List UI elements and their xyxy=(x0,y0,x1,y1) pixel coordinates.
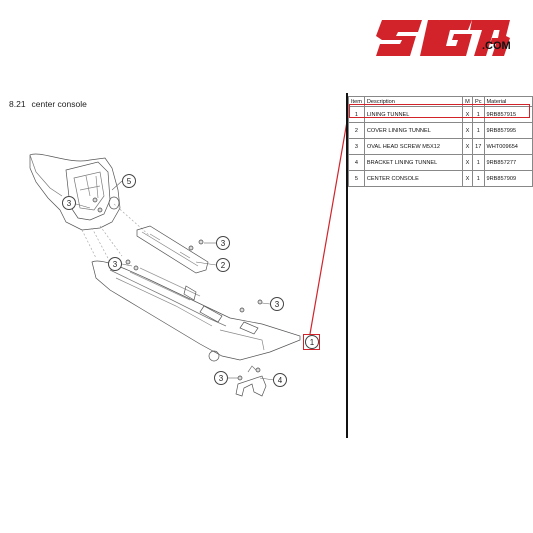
row-material: 9RB857995 xyxy=(483,122,533,139)
parts-table: Item Description M Pc Material 1 LINING … xyxy=(348,96,533,187)
row-pc: 1 xyxy=(472,170,485,187)
center-console-part xyxy=(29,153,121,231)
row-m: X xyxy=(462,170,473,187)
section-title: 8.21 center console xyxy=(9,99,93,109)
row-description: COVER LINING TUNNEL xyxy=(363,122,464,139)
callout-3[interactable]: 3 xyxy=(216,236,230,250)
cover-lining-tunnel-part xyxy=(136,225,209,274)
row-material: 9RB857909 xyxy=(483,170,533,187)
row-description: OVAL HEAD SCREW M5X12 xyxy=(363,138,464,155)
callout-1[interactable]: 1 xyxy=(305,335,319,349)
row-pc: 1 xyxy=(472,122,485,139)
row-material: WHT009654 xyxy=(483,138,533,155)
row-pc: 17 xyxy=(472,138,485,155)
row-item: 5 xyxy=(348,170,365,187)
table-row[interactable]: 4 BRACKET LINING TUNNEL X 1 9RB857277 xyxy=(348,154,533,171)
row-description: CENTER CONSOLE xyxy=(363,170,464,187)
highlight-connector xyxy=(309,109,350,335)
row-item: 4 xyxy=(348,154,365,171)
table-row[interactable]: 3 OVAL HEAD SCREW M5X12 X 17 WHT009654 xyxy=(348,138,533,155)
sigt3-logo xyxy=(376,20,510,56)
selected-row-highlight xyxy=(349,104,530,118)
row-material: 9RB857277 xyxy=(483,154,533,171)
column-divider xyxy=(346,93,348,438)
lining-tunnel-part xyxy=(91,260,301,362)
row-description: BRACKET LINING TUNNEL xyxy=(363,154,464,171)
row-pc: 1 xyxy=(472,154,485,171)
logo-domain: .COM xyxy=(482,40,511,52)
row-m: X xyxy=(462,154,473,171)
callout-3[interactable]: 3 xyxy=(108,257,122,271)
table-row[interactable]: 5 CENTER CONSOLE X 1 9RB857909 xyxy=(348,170,533,187)
row-item: 2 xyxy=(348,122,365,139)
row-m: X xyxy=(462,122,473,139)
bracket-lining-tunnel-part xyxy=(235,365,267,397)
callout-2[interactable]: 2 xyxy=(216,258,230,272)
row-m: X xyxy=(462,138,473,155)
section-number: 8.21 xyxy=(9,99,26,109)
callout-4[interactable]: 4 xyxy=(273,373,287,387)
table-row[interactable]: 2 COVER LINING TUNNEL X 1 9RB857995 xyxy=(348,122,533,139)
callout-3[interactable]: 3 xyxy=(270,297,284,311)
callout-5[interactable]: 5 xyxy=(122,174,136,188)
callout-3[interactable]: 3 xyxy=(214,371,228,385)
callout-1-highlight xyxy=(303,334,320,350)
callout-3[interactable]: 3 xyxy=(62,196,76,210)
section-name: center console xyxy=(31,99,87,109)
row-item: 3 xyxy=(348,138,365,155)
